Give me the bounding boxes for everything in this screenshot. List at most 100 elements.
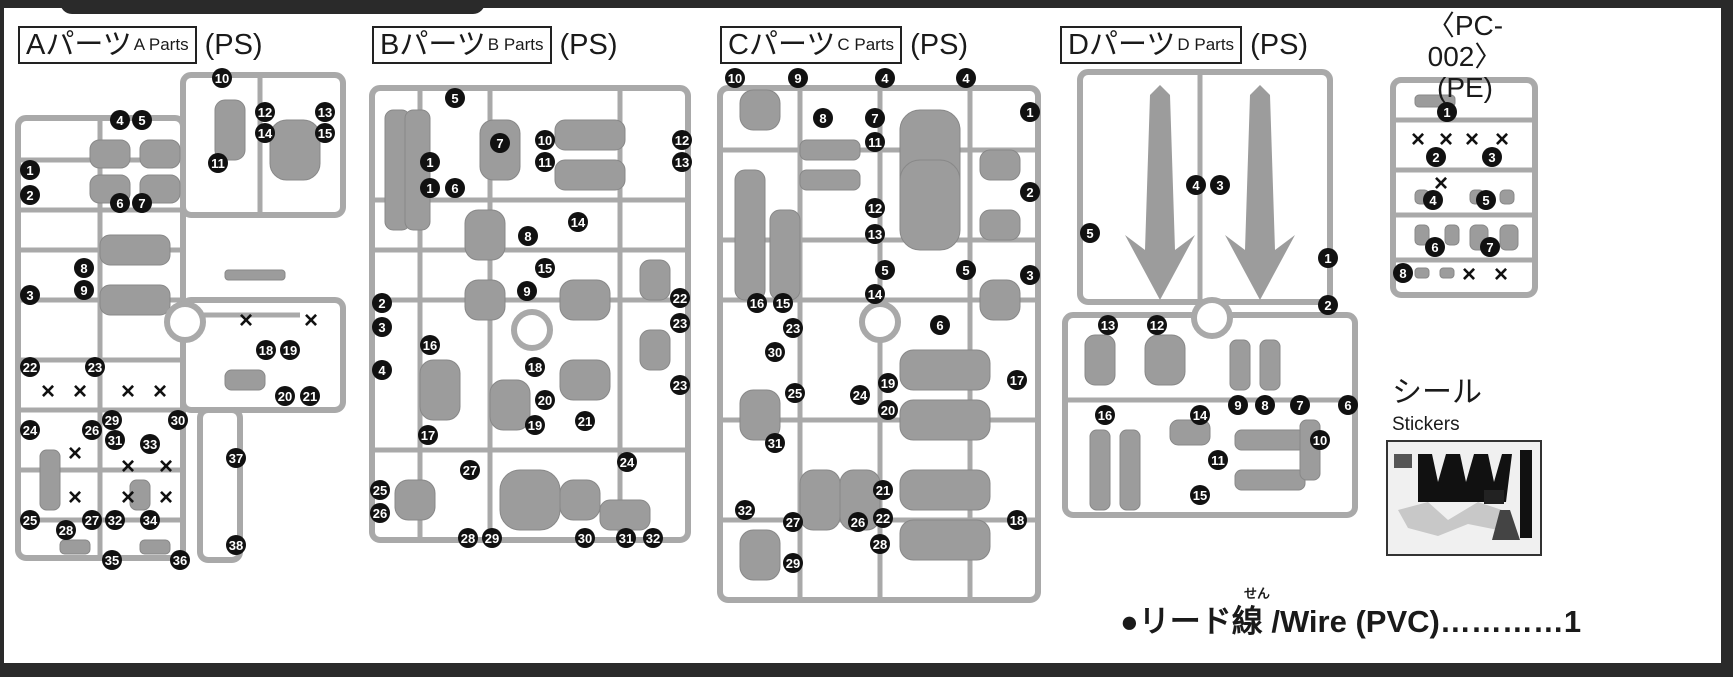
part-number-text: 27 bbox=[463, 463, 477, 478]
not-used-x-mark: × bbox=[1439, 126, 1453, 153]
part-number-text: 20 bbox=[278, 389, 292, 404]
runner-a-part-marker: 29 bbox=[102, 410, 122, 430]
plastic-part bbox=[224, 369, 266, 391]
part-number-text: 6 bbox=[1344, 398, 1351, 413]
plastic-part bbox=[1414, 267, 1430, 279]
part-number-text: 8 bbox=[1261, 398, 1268, 413]
page-border-right bbox=[1721, 0, 1733, 677]
part-number-text: 3 bbox=[1026, 268, 1033, 283]
runner-a-part-marker: 9 bbox=[74, 280, 94, 300]
part-number-text: 5 bbox=[962, 263, 969, 278]
pe-runner-part-marker: 2 bbox=[1426, 147, 1446, 167]
part-number-text: 13 bbox=[868, 227, 882, 242]
plastic-part bbox=[769, 209, 801, 301]
part-number-circle bbox=[1020, 265, 1040, 285]
part-number-circle bbox=[643, 528, 663, 548]
part-number-text: 1 bbox=[1324, 251, 1331, 266]
part-number-text: 28 bbox=[873, 537, 887, 552]
part-number-text: 11 bbox=[868, 135, 882, 150]
part-number-text: 36 bbox=[173, 553, 187, 568]
runner-d-part-marker: 1 bbox=[1318, 248, 1338, 268]
part-number-circle bbox=[525, 415, 545, 435]
not-used-x-mark: × bbox=[121, 453, 135, 480]
part-number-text: 26 bbox=[85, 423, 99, 438]
part-number-text: 27 bbox=[786, 515, 800, 530]
part-number-circle bbox=[110, 110, 130, 130]
part-number-circle bbox=[420, 152, 440, 172]
part-number-text: 4 bbox=[1429, 193, 1437, 208]
runner-c-part-marker: 26 bbox=[848, 512, 868, 532]
part-number-text: 3 bbox=[1488, 150, 1495, 165]
part-number-circle bbox=[300, 386, 320, 406]
part-number-text: 6 bbox=[1431, 240, 1438, 255]
plastic-part bbox=[1125, 85, 1195, 300]
part-number-circle bbox=[458, 528, 478, 548]
plastic-part bbox=[99, 234, 171, 266]
pe-runner-part-marker: 3 bbox=[1482, 147, 1502, 167]
part-number-circle bbox=[1098, 315, 1118, 335]
part-number-circle bbox=[132, 110, 152, 130]
runner-c-name-en: C Parts bbox=[837, 35, 895, 54]
part-number-text: 26 bbox=[851, 515, 865, 530]
wire-parts-note: せん ●リード線 /Wire (PVC)…………1 bbox=[1120, 586, 1581, 640]
part-number-text: 30 bbox=[578, 531, 592, 546]
part-number-text: 9 bbox=[794, 71, 801, 86]
part-number-text: 4 bbox=[116, 113, 124, 128]
part-number-text: 22 bbox=[876, 511, 890, 526]
runner-c-part-marker: 18 bbox=[1007, 510, 1027, 530]
runner-c-part-marker: 6 bbox=[930, 315, 950, 335]
part-number-text: 25 bbox=[373, 483, 387, 498]
part-number-text: 17 bbox=[421, 428, 435, 443]
plastic-part bbox=[559, 359, 611, 401]
part-number-text: 8 bbox=[819, 111, 826, 126]
part-number-text: 3 bbox=[1216, 178, 1223, 193]
runner-a-frame-top bbox=[180, 72, 346, 218]
runner-d-part-marker: 6 bbox=[1338, 395, 1358, 415]
part-number-circle bbox=[878, 373, 898, 393]
runner-c-part-marker: 16 bbox=[747, 293, 767, 313]
runner-a-part-marker: 1 bbox=[20, 160, 40, 180]
part-number-circle bbox=[518, 226, 538, 246]
runner-a-part-marker: 10 bbox=[212, 68, 232, 88]
runner-a-part-marker: 36 bbox=[170, 550, 190, 570]
part-number-circle bbox=[747, 293, 767, 313]
runner-hub bbox=[164, 301, 206, 343]
part-number-circle bbox=[1482, 147, 1502, 167]
runner-b-part-marker: 7 bbox=[490, 133, 510, 153]
part-number-circle bbox=[865, 224, 885, 244]
runner-c-part-marker: 8 bbox=[813, 108, 833, 128]
part-number-text: 29 bbox=[485, 531, 499, 546]
part-number-circle bbox=[315, 123, 335, 143]
part-number-circle bbox=[1186, 175, 1206, 195]
part-number-circle bbox=[865, 284, 885, 304]
part-number-text: 19 bbox=[528, 418, 542, 433]
part-number-circle bbox=[1437, 102, 1457, 122]
part-number-text: 6 bbox=[116, 196, 123, 211]
runner-b-part-marker: 16 bbox=[420, 335, 440, 355]
part-number-circle bbox=[865, 132, 885, 152]
part-number-circle bbox=[575, 411, 595, 431]
part-number-text: 15 bbox=[1193, 488, 1207, 503]
not-used-x-mark: × bbox=[1465, 126, 1479, 153]
runner-b-part-marker: 32 bbox=[643, 528, 663, 548]
runner-a-part-marker: 19 bbox=[280, 340, 300, 360]
plastic-part bbox=[1414, 224, 1430, 246]
runner-d-name-en: D Parts bbox=[1177, 35, 1235, 54]
runner-c-part-marker: 9 bbox=[788, 68, 808, 88]
plastic-part bbox=[899, 519, 991, 561]
part-number-text: 18 bbox=[1010, 513, 1024, 528]
part-number-circle bbox=[1425, 237, 1445, 257]
not-used-x-mark: × bbox=[304, 307, 318, 334]
part-number-text: 14 bbox=[571, 215, 586, 230]
runner-c-part-marker: 10 bbox=[725, 68, 745, 88]
runner-b-part-marker: 17 bbox=[418, 425, 438, 445]
part-number-circle bbox=[460, 460, 480, 480]
part-number-text: 2 bbox=[378, 296, 385, 311]
runner-b-part-marker: 24 bbox=[617, 452, 637, 472]
part-number-circle bbox=[445, 178, 465, 198]
runner-b-part-marker: 26 bbox=[370, 503, 390, 523]
plastic-part bbox=[214, 99, 246, 161]
runner-c-part-marker: 22 bbox=[873, 508, 893, 528]
part-number-text: 21 bbox=[876, 483, 890, 498]
runner-a-part-marker: 32 bbox=[105, 510, 125, 530]
